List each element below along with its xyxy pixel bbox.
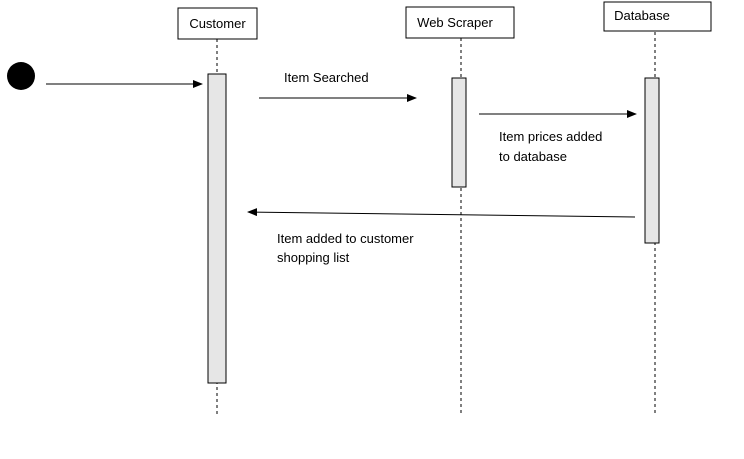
- activation-bar-database: [644, 77, 660, 244]
- participant-web-scraper-label: Web Scraper: [417, 15, 493, 30]
- participant-database: Database: [603, 1, 712, 32]
- activation-bar-web-scraper: [451, 77, 467, 188]
- message-label-item-added-line-2: shopping list: [277, 250, 350, 265]
- message-label-item-searched: Item Searched: [284, 70, 369, 85]
- participant-customer-label: Customer: [189, 16, 246, 31]
- participant-customer: Customer: [177, 7, 258, 40]
- participant-web-scraper: Web Scraper: [405, 6, 515, 39]
- activation-bar-customer: [207, 73, 227, 384]
- participant-database-label: Database: [614, 8, 670, 23]
- start-node: [7, 62, 35, 90]
- message-label-item-added-line-1: Item added to customer: [277, 231, 414, 246]
- message-label-item-prices-added-line-2: to database: [499, 149, 567, 164]
- message-arrow-item-added: [247, 208, 636, 218]
- message-label-item-prices-added-line-1: Item prices added: [499, 129, 602, 144]
